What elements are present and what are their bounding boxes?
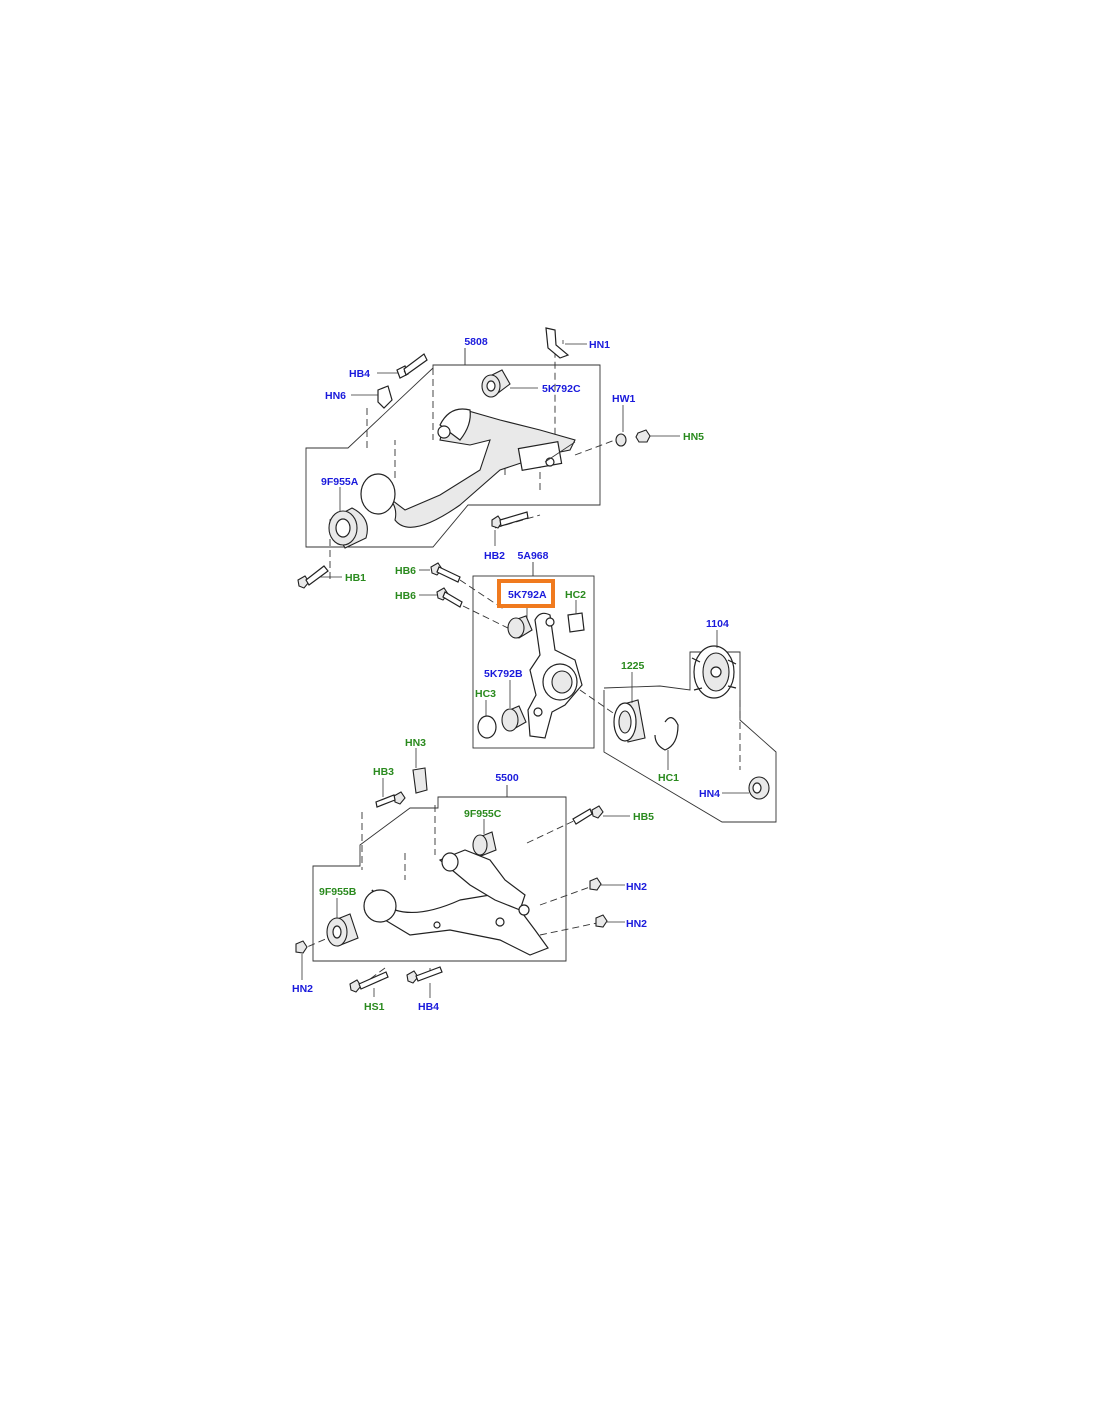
label-hb4-bottom: HB4 <box>418 1001 439 1013</box>
bolt-hb5 <box>572 805 604 825</box>
washer-hw1 <box>615 433 627 447</box>
upper-arm-group <box>297 327 651 589</box>
bushing-9f955c <box>472 831 497 857</box>
knuckle <box>527 612 583 739</box>
bracket-hn1 <box>545 327 570 359</box>
nut-hn5 <box>635 429 651 443</box>
highlight-box <box>497 579 555 608</box>
circlip-hc3 <box>477 715 497 739</box>
label-hb5: HB5 <box>633 811 654 823</box>
bracket-hn3 <box>412 767 428 794</box>
bushing-9f955a <box>328 473 396 549</box>
label-hn2-b: HN2 <box>626 918 647 930</box>
label-9f955c: 9F955C <box>464 808 502 820</box>
nut-hn2-b <box>595 914 608 928</box>
bushing-9f955b <box>326 913 359 947</box>
bolt-hb4-top <box>396 353 428 379</box>
label-hn4: HN4 <box>699 788 720 800</box>
label-hb4-top: HB4 <box>349 368 370 380</box>
bolt-hb6-b <box>436 587 513 631</box>
bolt-hb4-bottom <box>406 966 443 984</box>
bolt-hb1 <box>297 565 329 589</box>
clip-hc2 <box>567 612 585 633</box>
nut-hn2-a <box>589 877 602 891</box>
lower-arm-group <box>295 767 608 993</box>
label-hb1: HB1 <box>345 572 366 584</box>
leader-lines <box>301 340 749 998</box>
bolt-hs1 <box>349 971 389 993</box>
upper-control-arm <box>371 408 576 528</box>
nut-hn2-c <box>295 940 308 954</box>
nut-hn4 <box>748 776 770 800</box>
label-5a968: 5A968 <box>518 550 549 562</box>
label-hn2-c: HN2 <box>292 983 313 995</box>
label-hc3: HC3 <box>475 688 496 700</box>
bushing-5k792b <box>501 705 527 732</box>
label-hb3: HB3 <box>373 766 394 778</box>
label-hc2: HC2 <box>565 589 586 601</box>
label-hs1: HS1 <box>364 1001 385 1013</box>
lower-control-arm <box>363 849 549 956</box>
label-hc1: HC1 <box>658 772 679 784</box>
bearing-1225 <box>613 699 646 743</box>
label-5808: 5808 <box>464 336 488 348</box>
hub-1104 <box>691 645 737 699</box>
bushing-5k792a <box>507 615 533 639</box>
label-hn1: HN1 <box>589 339 610 351</box>
label-hn5: HN5 <box>683 431 704 443</box>
bolt-hb3 <box>375 791 406 808</box>
label-hb6-b: HB6 <box>395 590 416 602</box>
label-5k792a: 5K792A <box>508 589 547 601</box>
bushing-5k792c <box>481 369 511 398</box>
label-1104: 1104 <box>706 618 729 630</box>
hub-bearing-group <box>579 645 777 823</box>
label-hb2: HB2 <box>484 550 505 562</box>
label-9f955b: 9F955B <box>319 886 357 898</box>
circlip-hc1 <box>654 717 679 751</box>
label-hn3: HN3 <box>405 737 426 749</box>
label-1225: 1225 <box>621 660 645 672</box>
label-hn6: HN6 <box>325 390 346 402</box>
label-9f955a: 9F955A <box>321 476 359 488</box>
label-hw1: HW1 <box>612 393 635 405</box>
label-5k792c: 5K792C <box>542 383 581 395</box>
label-5500: 5500 <box>495 772 519 784</box>
label-5k792b: 5K792B <box>484 668 523 680</box>
callout-labels: 5808 HN1 HB4 HN6 5K792C HW1 HN5 9F955A H… <box>292 336 729 1013</box>
bolt-hb6-a <box>430 562 506 611</box>
bolt-hb2 <box>491 511 529 529</box>
label-hb6-a: HB6 <box>395 565 416 577</box>
clip-hn6 <box>377 385 393 409</box>
label-hn2-a: HN2 <box>626 881 647 893</box>
